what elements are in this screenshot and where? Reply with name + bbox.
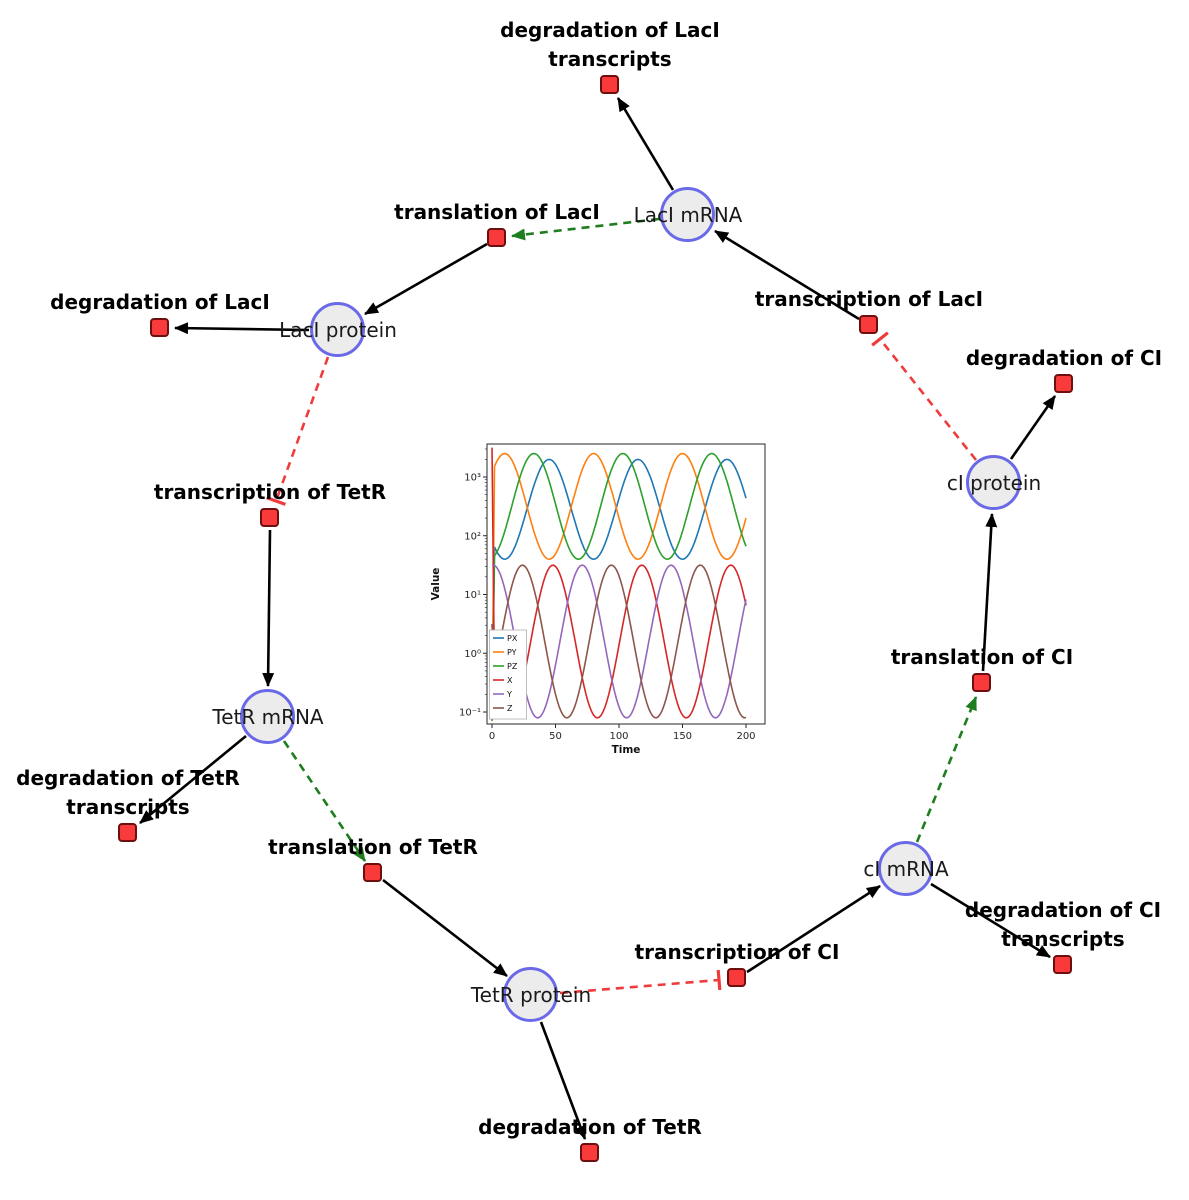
reaction-label-transcription-ci: transcription of CI (634, 939, 840, 964)
reaction-square-transcription-laci[interactable] (859, 315, 878, 334)
species-label-laci-mrna: LacI mRNA (633, 203, 743, 227)
reaction-square-degradation-laci-transcripts[interactable] (600, 75, 619, 94)
edge-translation-to-tetr-protein (382, 878, 508, 978)
x-tick-label: 150 (673, 731, 692, 742)
y-tick-label: 10³ (464, 473, 481, 484)
x-axis-label: Time (612, 744, 641, 756)
reaction-square-translation-laci[interactable] (487, 228, 506, 247)
reaction-square-degradation-ci[interactable] (1054, 374, 1073, 393)
series-line-Z (491, 564, 747, 719)
y-tick-label: 10⁰ (464, 649, 481, 660)
reaction-label-degradation-ci: degradation of CI (965, 345, 1163, 370)
species-label-tetr-protein: TetR protein (470, 983, 592, 1007)
species-label-ci-protein: cI protein (946, 471, 1042, 495)
edge-laci-mrna-to-degradation-transcripts (616, 97, 675, 191)
species-label-laci-protein: LacI protein (279, 318, 397, 342)
series-line-PZ (491, 452, 747, 721)
y-tick-label: 10⁻¹ (459, 708, 481, 719)
species-circle-ci-protein[interactable] (966, 455, 1021, 510)
legend-entry-PY: PY (507, 648, 517, 657)
edge-ci-protein-to-degradation (1009, 395, 1057, 460)
edge-ci-mrna-to-translation (915, 696, 978, 843)
reaction-square-degradation-tetr[interactable] (580, 1143, 599, 1162)
species-label-tetr-mrna: TetR mRNA (212, 705, 324, 729)
species-circle-ci-mrna[interactable] (878, 841, 933, 896)
series-line-PY (491, 452, 747, 721)
reaction-label-degradation-ci-transcripts: degradation of CI transcripts (964, 898, 1162, 951)
x-tick-label: 200 (736, 731, 755, 742)
series-line-X (491, 447, 747, 719)
reaction-square-degradation-ci-transcripts[interactable] (1053, 955, 1072, 974)
y-tick-label: 10¹ (464, 590, 481, 601)
reaction-label-degradation-tetr-transcripts: degradation of TetR transcripts (16, 766, 240, 819)
reaction-label-translation-ci: translation of CI (890, 644, 1074, 669)
reaction-square-translation-tetr[interactable] (363, 863, 382, 882)
species-circle-laci-mrna[interactable] (660, 187, 715, 242)
legend-entry-Z: Z (507, 704, 513, 713)
x-tick-label: 100 (609, 731, 628, 742)
edge-translation-to-laci-protein (364, 242, 488, 316)
y-tick-label: 10² (464, 531, 481, 542)
legend-entry-PZ: PZ (507, 662, 518, 671)
series-lines (491, 447, 747, 721)
x-tick-label: 0 (489, 731, 495, 742)
reaction-label-degradation-tetr: degradation of TetR (478, 1114, 702, 1139)
series-line-Y (491, 564, 747, 719)
reaction-label-transcription-laci: transcription of LacI (754, 286, 984, 311)
reaction-square-degradation-tetr-transcripts[interactable] (118, 823, 137, 842)
reaction-label-degradation-laci: degradation of LacI (50, 289, 270, 314)
reaction-square-transcription-ci[interactable] (727, 968, 746, 987)
reaction-label-translation-laci: translation of LacI (394, 199, 600, 224)
legend-entry-Y: Y (506, 690, 512, 699)
x-tick-label: 50 (549, 731, 562, 742)
reaction-square-transcription-tetr[interactable] (260, 508, 279, 527)
species-circle-tetr-mrna[interactable] (240, 689, 295, 744)
species-label-ci-mrna: cI mRNA (863, 857, 949, 881)
reaction-label-transcription-tetr: transcription of TetR (153, 479, 387, 504)
y-axis-label: Value (430, 568, 442, 601)
legend-entry-PX: PX (507, 634, 518, 643)
reaction-square-degradation-laci[interactable] (150, 318, 169, 337)
series-line-PX (491, 458, 747, 721)
species-circle-tetr-protein[interactable] (503, 967, 558, 1022)
chart-legend: PX PY PZ XYZ (489, 629, 527, 720)
reaction-label-degradation-laci-transcripts: degradation of LacI transcripts (500, 18, 720, 71)
edge-transcription-tetr-to-tetr-mrna (262, 529, 275, 687)
species-circle-laci-protein[interactable] (310, 302, 365, 357)
reaction-label-translation-tetr: translation of TetR (268, 834, 478, 859)
legend-entry-X: X (507, 676, 513, 685)
plot-box (486, 443, 766, 725)
edge-ci-protein-inhibits-transcription-laci (871, 331, 978, 461)
reaction-square-translation-ci[interactable] (972, 673, 991, 692)
